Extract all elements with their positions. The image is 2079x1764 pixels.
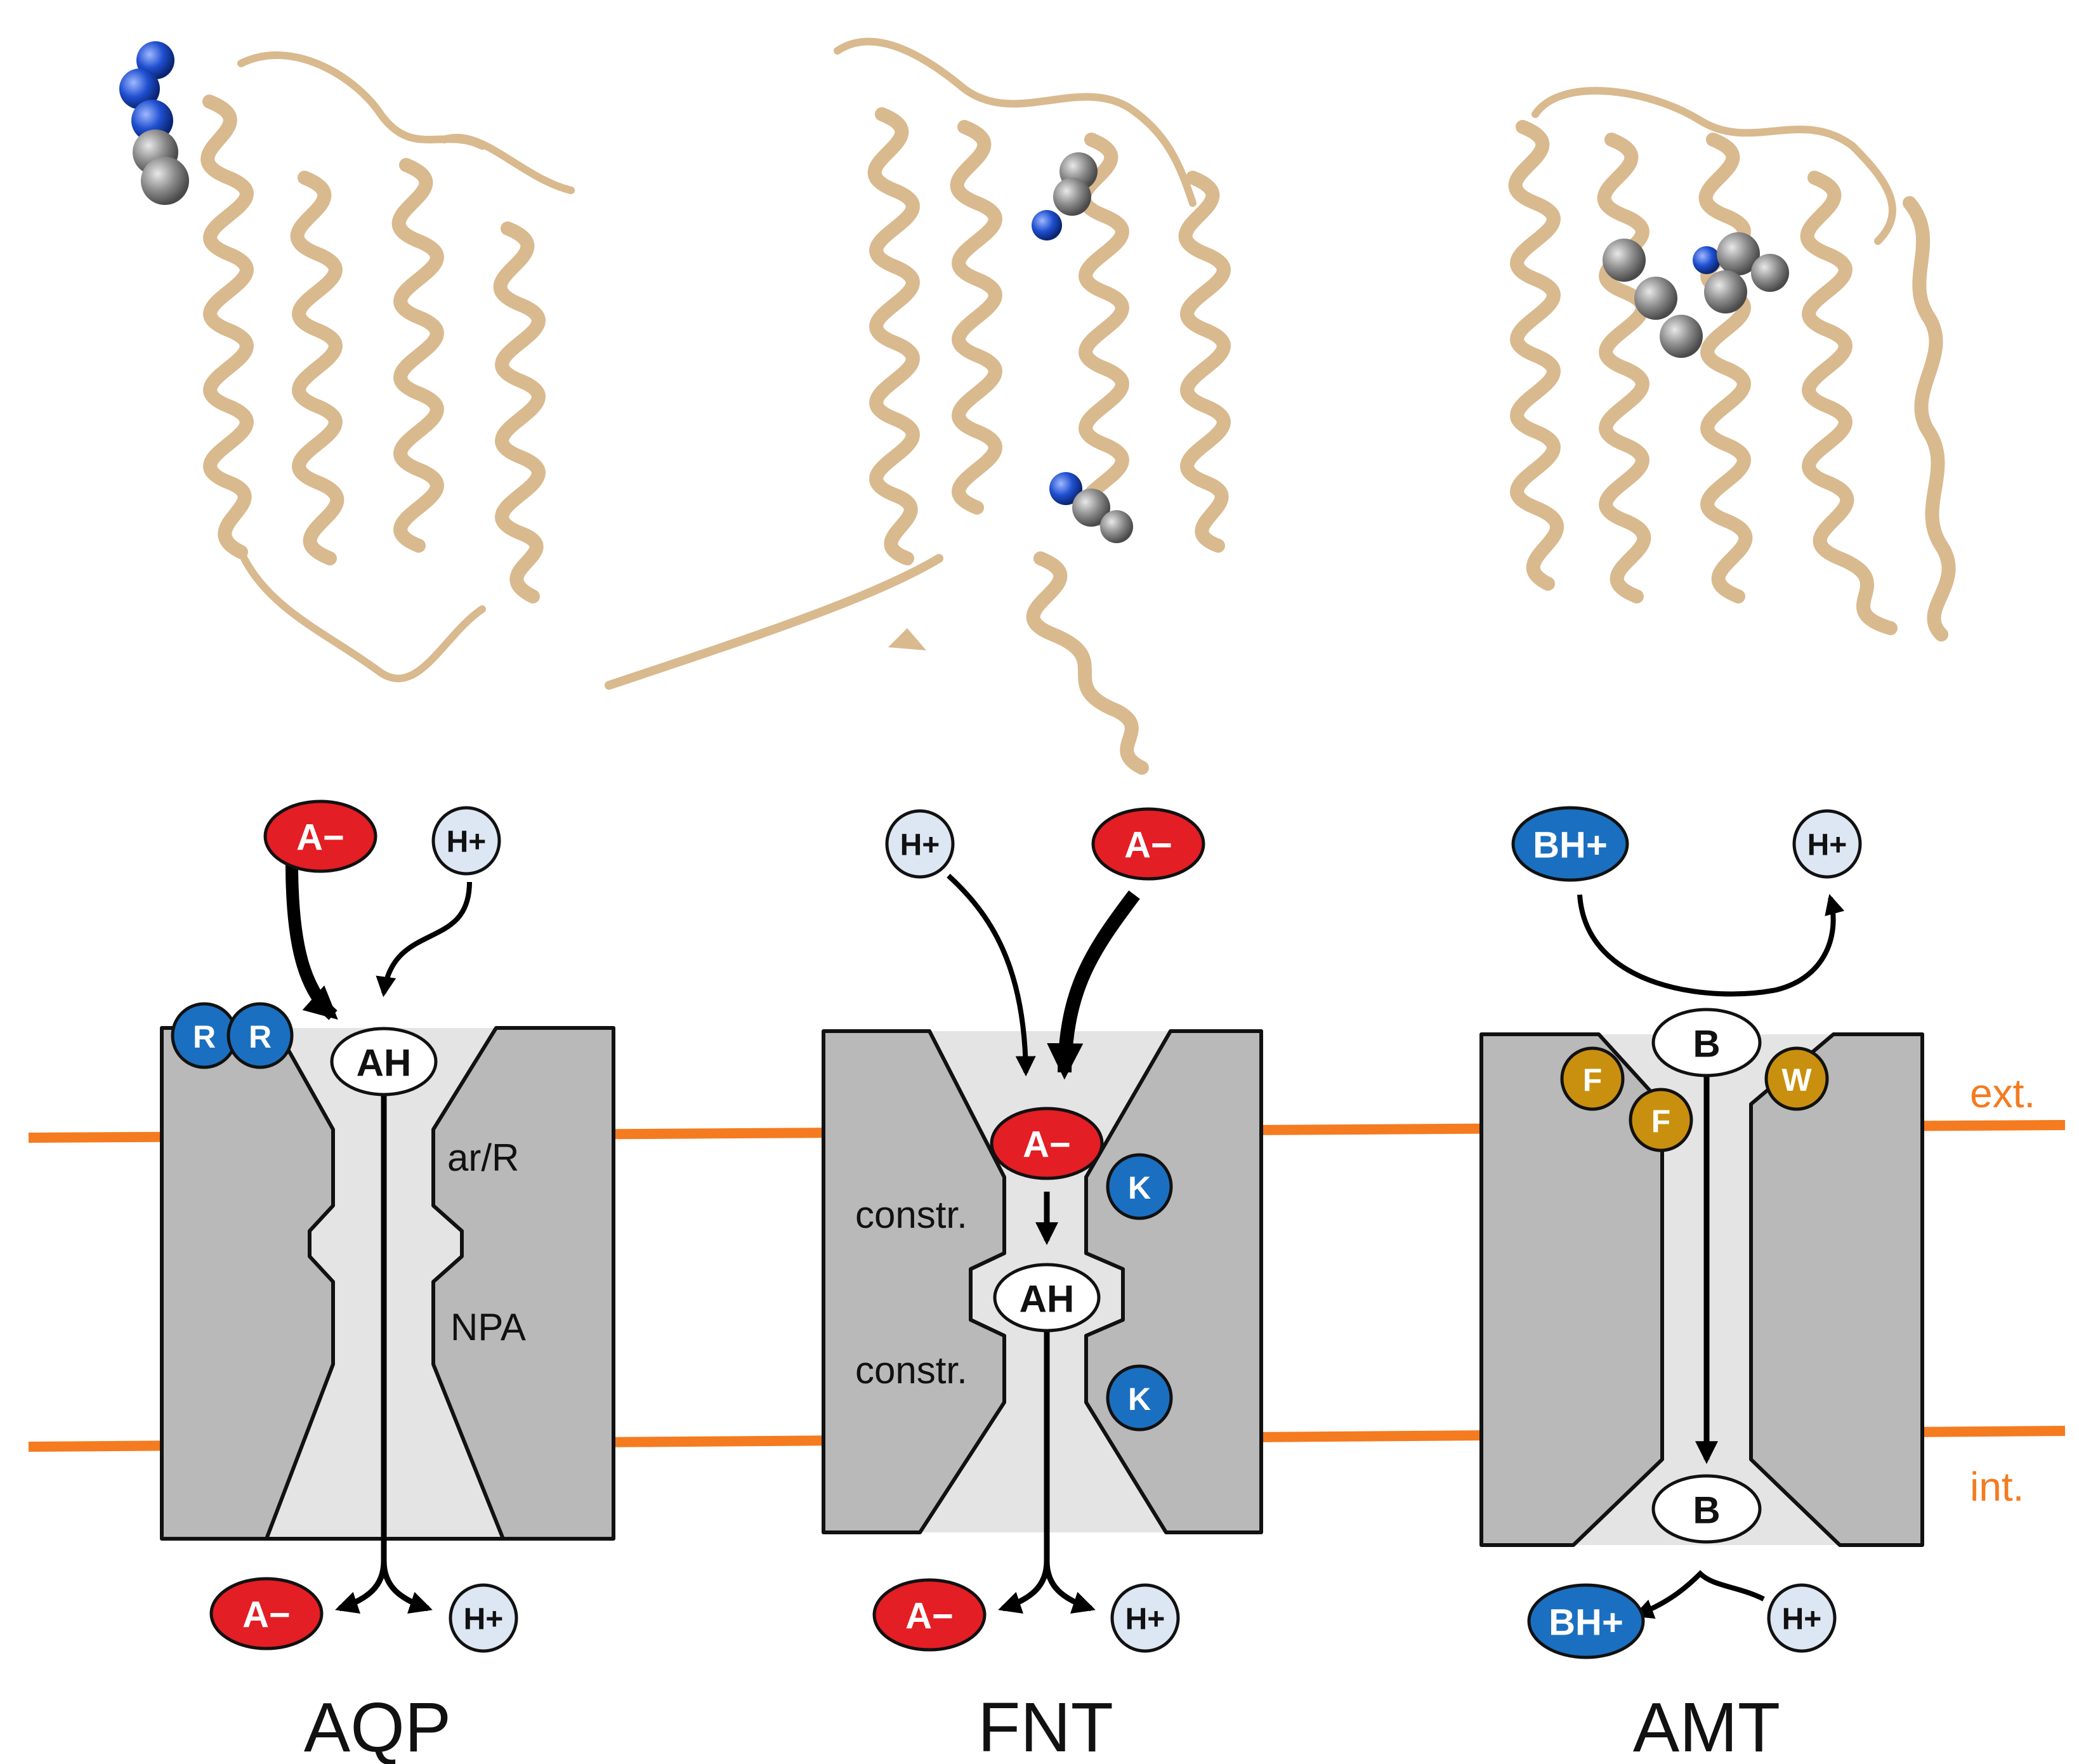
amt-flow bbox=[1577, 893, 1845, 1619]
aqp-out-proton-arrow bbox=[381, 1560, 433, 1614]
fnt-top-anion-label: A− bbox=[1124, 825, 1172, 866]
amt-residue-w bbox=[1764, 1046, 1829, 1111]
amt-ligand bbox=[1603, 232, 1789, 358]
fnt-out-anion-label: A− bbox=[905, 1596, 954, 1637]
aqp-top-anion bbox=[263, 800, 377, 873]
fnt-inner-anion bbox=[990, 1107, 1104, 1180]
fnt-residue-k1 bbox=[1106, 1153, 1173, 1220]
fnt-residue-k2-label: K bbox=[1128, 1381, 1151, 1417]
amt-residue-w-label: W bbox=[1781, 1062, 1812, 1098]
aqp-anion-arrow bbox=[285, 862, 338, 1020]
protein-ribbon-icon bbox=[1531, 87, 1896, 245]
amt-base-bottom bbox=[1651, 1474, 1762, 1544]
amt-top-cation-label: BH+ bbox=[1533, 825, 1608, 866]
aqp-out-proton bbox=[449, 1583, 518, 1653]
aqp-residue-r1-label: R bbox=[193, 1019, 216, 1055]
fnt-anion-arrow bbox=[1047, 890, 1140, 1080]
fnt-flow bbox=[947, 874, 1140, 1614]
fnt-ah-label: AH bbox=[1020, 1278, 1075, 1320]
aqp-proton-arrow bbox=[376, 881, 472, 997]
amt-protein-structure bbox=[1508, 87, 1956, 642]
amt-title: AMT bbox=[1633, 1688, 1780, 1764]
aqp-npa-label: NPA bbox=[450, 1306, 526, 1348]
amt-base-top-label: B bbox=[1693, 1023, 1720, 1065]
aqp-ar-r-label: ar/R bbox=[447, 1136, 519, 1179]
aqp-title: AQP bbox=[304, 1688, 451, 1764]
aqp-out-anion-label: A− bbox=[242, 1595, 291, 1636]
fnt-residue-k2 bbox=[1106, 1364, 1173, 1432]
amt-residue-f1 bbox=[1560, 1046, 1625, 1111]
aqp-ah-node bbox=[330, 1027, 438, 1096]
aqp-channel bbox=[160, 1026, 615, 1541]
amt-base-bottom-label: B bbox=[1693, 1489, 1720, 1532]
amt-residue-f1-label: F bbox=[1583, 1062, 1603, 1098]
fnt-residue-k1-label: K bbox=[1128, 1170, 1151, 1206]
amt-base-top bbox=[1651, 1008, 1762, 1077]
fnt-out-proton bbox=[1110, 1583, 1180, 1653]
amt-residue-f2 bbox=[1629, 1088, 1693, 1152]
fnt-out-proton-arrow bbox=[1044, 1560, 1096, 1614]
aqp-ligand bbox=[119, 41, 189, 205]
int-label: int. bbox=[1970, 1464, 2024, 1510]
fnt-ligand-lower bbox=[1049, 472, 1133, 543]
ext-label: ext. bbox=[1970, 1070, 2035, 1116]
aqp-top-anion-label: A− bbox=[296, 817, 344, 859]
amt-right-wall bbox=[1749, 1032, 1924, 1547]
aqp-species: AH bbox=[330, 1027, 438, 1096]
fnt-out-anion-arrow bbox=[998, 1560, 1050, 1614]
amt-top-cation bbox=[1511, 806, 1629, 882]
fnt-out-anion bbox=[872, 1578, 987, 1652]
amt-out-cation-label: BH+ bbox=[1549, 1602, 1623, 1643]
fnt-top-proton bbox=[885, 809, 955, 879]
aqp-top-proton-label: H+ bbox=[447, 826, 487, 859]
amt-residue-f2-label: F bbox=[1651, 1103, 1671, 1139]
amt-out-cation bbox=[1527, 1583, 1645, 1659]
amt-deprotonation-arrow bbox=[1577, 893, 1845, 997]
fnt-top-proton-label: H+ bbox=[900, 829, 940, 862]
aqp-ah-label: AH bbox=[357, 1042, 412, 1084]
aqp-residue-r2-label: R bbox=[249, 1019, 272, 1055]
aqp-out-proton-label: H+ bbox=[464, 1603, 504, 1636]
aqp-residues: R R bbox=[171, 1002, 294, 1069]
fnt-ligand-upper bbox=[1032, 152, 1098, 240]
fnt-top-anion bbox=[1091, 807, 1205, 881]
fnt-ah-node bbox=[993, 1263, 1101, 1333]
amt-top-proton bbox=[1792, 809, 1862, 879]
amt-out-proton bbox=[1767, 1583, 1837, 1653]
fnt-left-wall bbox=[822, 1029, 1006, 1534]
amt-out-proton-label: H+ bbox=[1782, 1603, 1822, 1636]
fnt-protein-structure bbox=[605, 37, 1231, 775]
protein-ribbon-icon bbox=[237, 51, 486, 150]
fnt-inner-anion-label: A− bbox=[1023, 1124, 1071, 1166]
aqp-out-anion-arrow bbox=[335, 1560, 387, 1614]
aqp-right-wall bbox=[431, 1026, 615, 1541]
aqp-flow bbox=[285, 862, 472, 1614]
amt-top-proton-label: H+ bbox=[1807, 829, 1847, 862]
aqp-out-anion bbox=[209, 1577, 324, 1650]
protein-ribbon-icon bbox=[834, 37, 1197, 207]
aqp-top-proton bbox=[431, 806, 501, 876]
fnt-constr-label-1: constr. bbox=[855, 1194, 967, 1236]
amt-channel bbox=[1479, 1032, 1924, 1547]
aqp-protein-structure bbox=[200, 51, 575, 683]
fnt-out-proton-label: H+ bbox=[1125, 1603, 1165, 1636]
amt-reprotonation-arrow bbox=[1633, 1570, 1765, 1619]
fnt-proton-arrow bbox=[947, 874, 1036, 1077]
fnt-title: FNT bbox=[978, 1688, 1113, 1764]
aqp-residue-r2 bbox=[226, 1002, 294, 1069]
fnt-constr-label-2: constr. bbox=[855, 1349, 967, 1392]
